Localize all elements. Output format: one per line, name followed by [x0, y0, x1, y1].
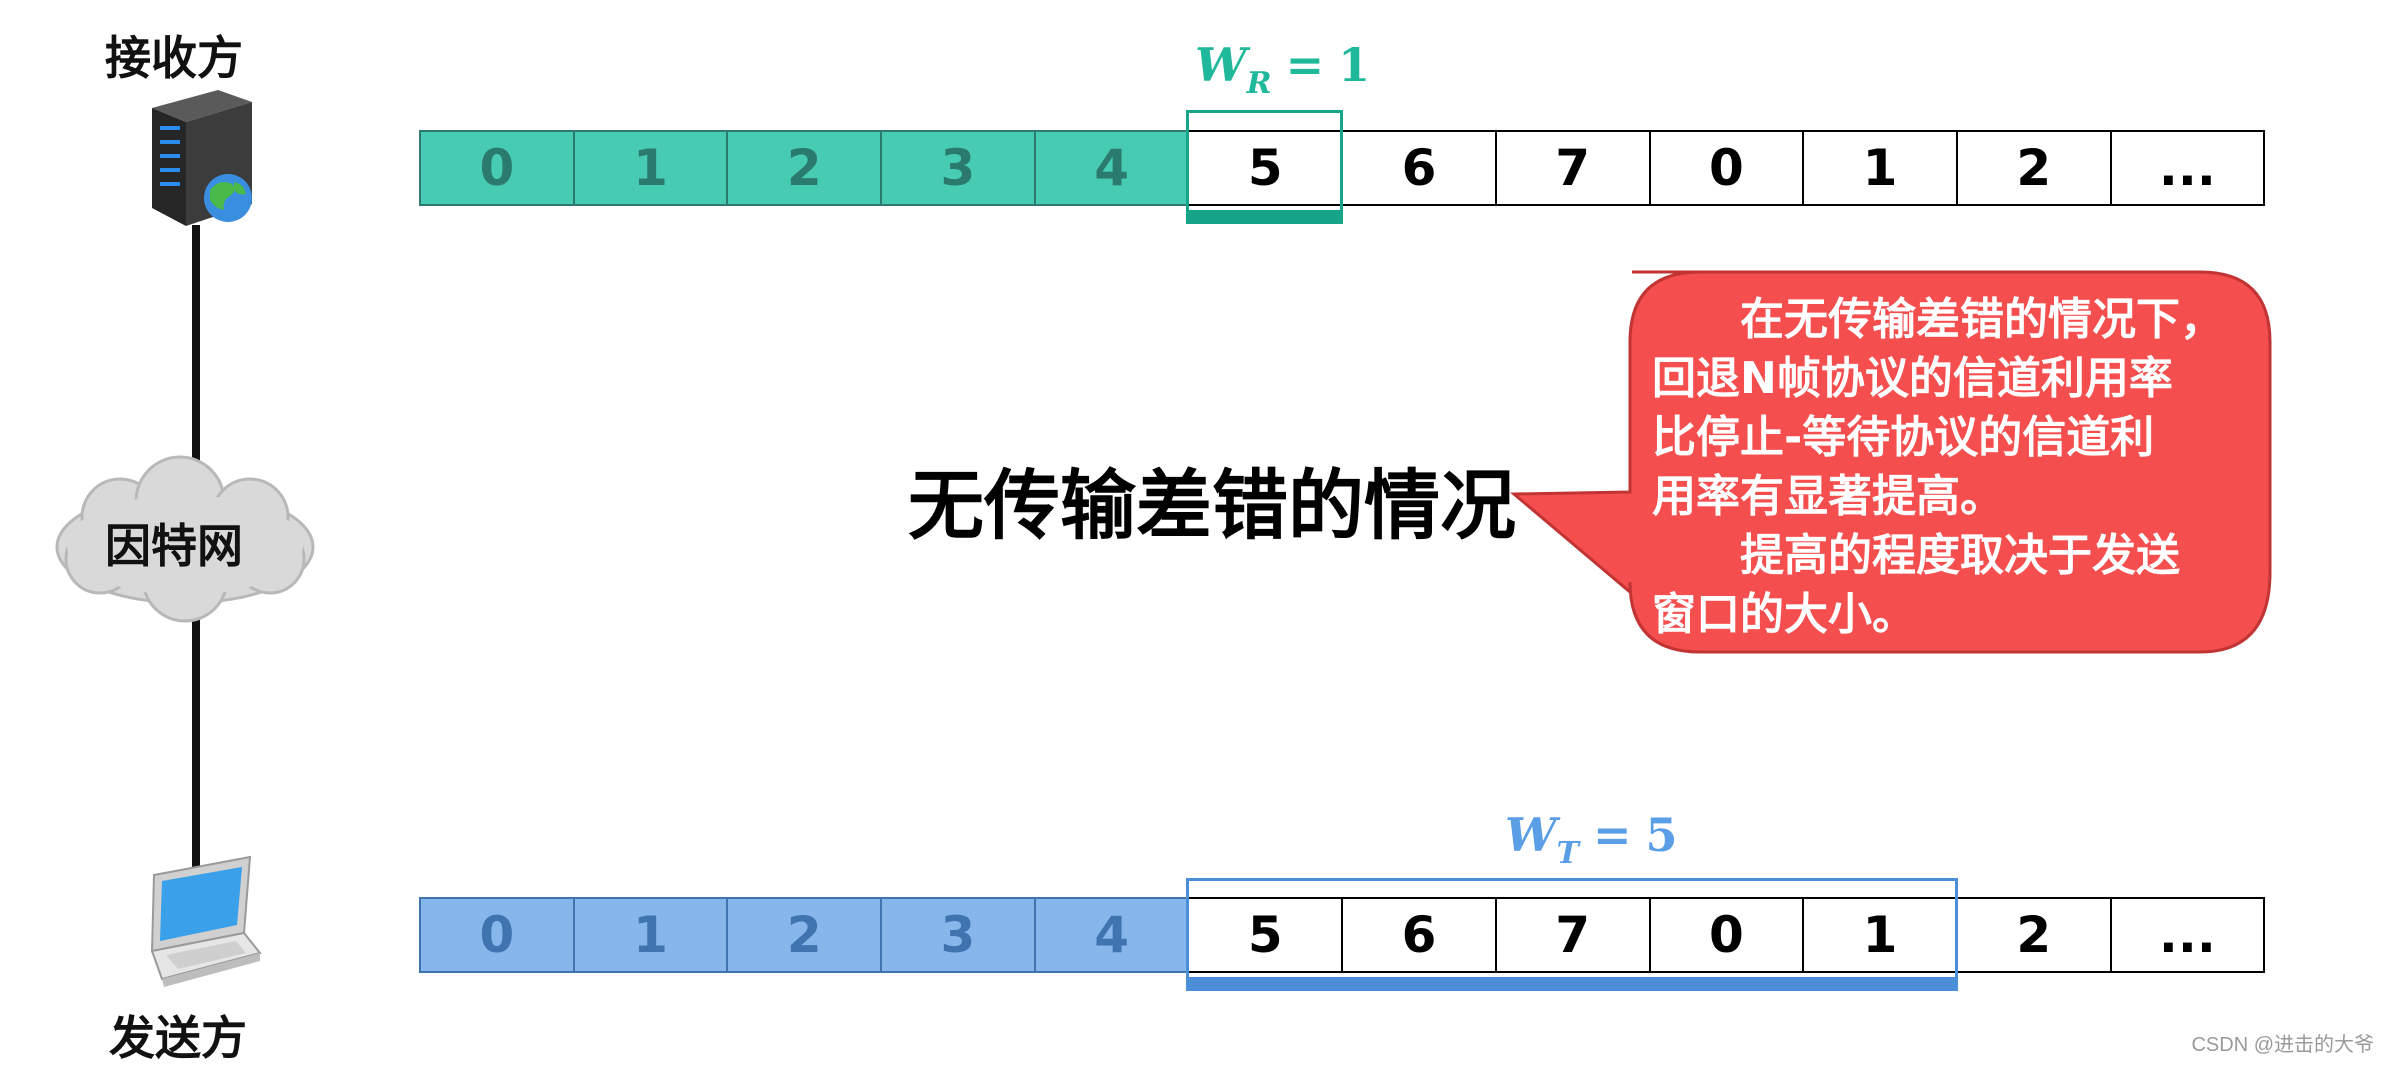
sequence-cell: 2 — [726, 130, 882, 206]
receiver-label: 接收方 — [64, 22, 284, 88]
watermark: CSDN @进击的大爷 — [2191, 1028, 2374, 1057]
sequence-cell: 1 — [573, 897, 729, 973]
sequence-cell: 2 — [726, 897, 882, 973]
sequence-cell: 0 — [419, 897, 575, 973]
sequence-cell: 7 — [1495, 130, 1651, 206]
callout-text: 在无传输差错的情况下， 回退N帧协议的信道利用率 比停止-等待协议的信道利 用率… — [1652, 290, 2272, 644]
receiver-window — [1186, 110, 1344, 224]
sequence-cell: 1 — [1802, 130, 1958, 206]
network-label: 因特网 — [64, 510, 284, 576]
sequence-cell: 3 — [880, 897, 1036, 973]
sequence-cell: 4 — [1034, 897, 1190, 973]
sequence-cell: 2 — [1956, 897, 2112, 973]
sender-window — [1186, 878, 1959, 991]
cable-top — [192, 225, 200, 465]
receiver-window-label: WR=1 — [1195, 38, 1370, 101]
callout-line: 回退N帧协议的信道利用率 — [1652, 349, 2272, 408]
cable-bottom — [192, 620, 200, 870]
sequence-cell: 1 — [573, 130, 729, 206]
sequence-cell: 3 — [880, 130, 1036, 206]
sequence-cell: ... — [2110, 130, 2266, 206]
callout-line: 提高的程度取决于发送 — [1652, 526, 2272, 585]
center-title: 无传输差错的情况 — [908, 444, 1516, 554]
sequence-cell: 6 — [1341, 130, 1497, 206]
callout-line: 窗口的大小。 — [1652, 585, 2272, 644]
callout-line: 比停止-等待协议的信道利 — [1652, 408, 2272, 467]
sequence-cell: 0 — [419, 130, 575, 206]
server-icon — [140, 86, 265, 231]
sender-window-label: WT=5 — [1505, 808, 1678, 871]
sequence-cell: 2 — [1956, 130, 2112, 206]
callout-line: 在无传输差错的情况下， — [1652, 290, 2272, 349]
sequence-cell: ... — [2110, 897, 2266, 973]
laptop-icon — [112, 855, 262, 995]
sender-label: 发送方 — [68, 1002, 288, 1068]
sequence-cell: 0 — [1649, 130, 1805, 206]
callout-line: 用率有显著提高。 — [1652, 467, 2272, 526]
sequence-cell: 4 — [1034, 130, 1190, 206]
